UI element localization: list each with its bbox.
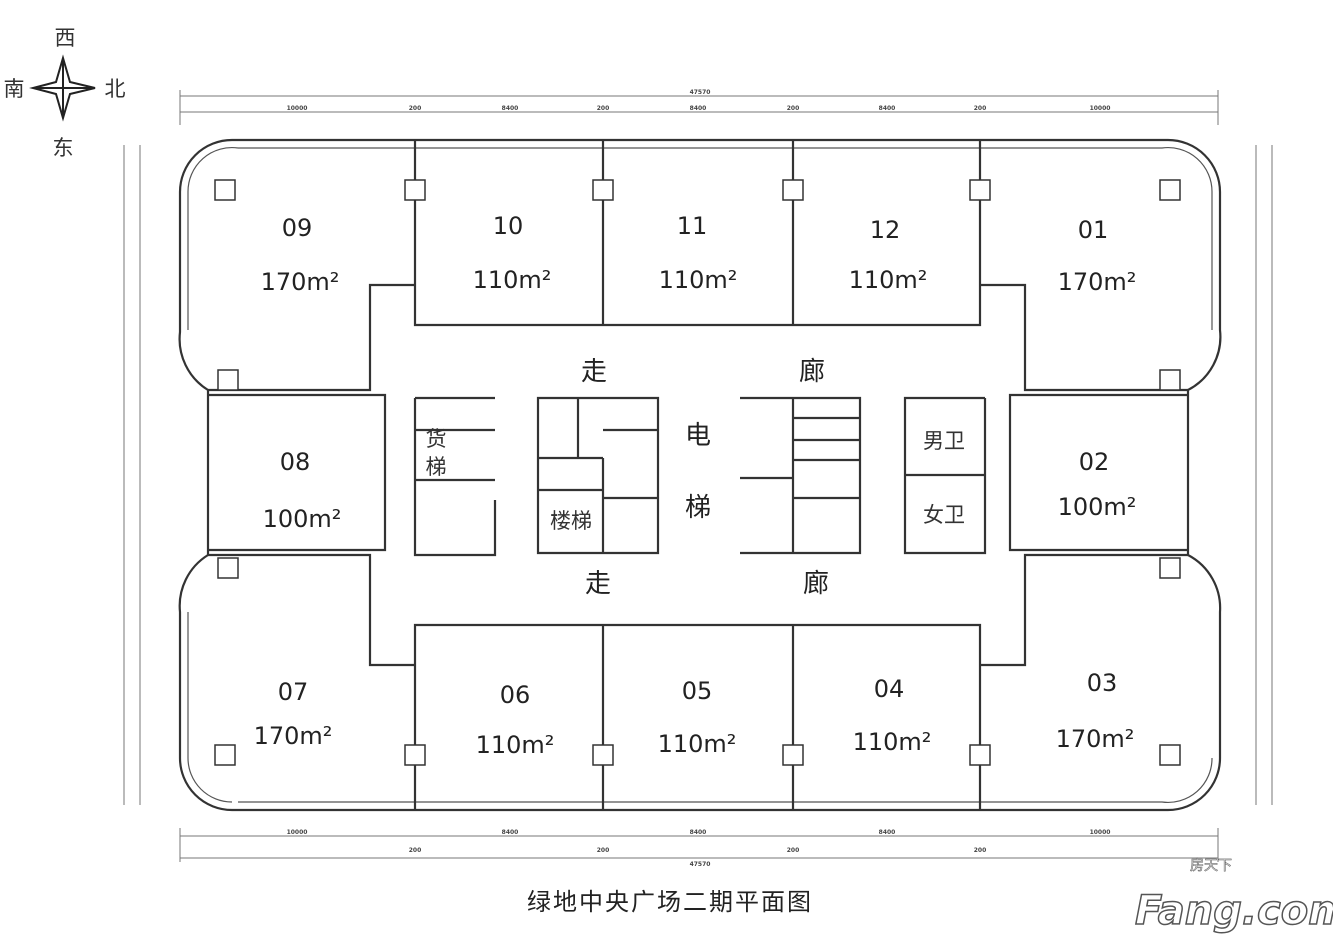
dim-label: 8400 [690, 829, 707, 836]
plan-title: 绿地中央广场二期平面图 [527, 888, 813, 916]
room-number: 12 [870, 216, 901, 244]
dimension-lines: 47570 10000 200 8400 200 8400 200 8400 2… [123, 89, 1273, 868]
freight-elevator-label: 货 [426, 427, 447, 451]
mens-toilet-label: 男卫 [923, 429, 965, 453]
stairs-label: 楼梯 [550, 509, 592, 533]
room-number: 11 [677, 212, 708, 240]
room-03[interactable]: 03 170m² [1056, 669, 1135, 753]
room-number: 06 [500, 681, 531, 709]
room-07[interactable]: 07 170m² [254, 678, 333, 750]
dim-label: 10000 [1090, 105, 1111, 112]
room-area: 110m² [659, 266, 738, 294]
dim-label: 200 [409, 847, 422, 854]
compass: 西 南 北 东 [4, 26, 126, 160]
room-number: 01 [1078, 216, 1109, 244]
dim-label: 8400 [879, 105, 896, 112]
elevator-label: 电 [685, 421, 711, 451]
compass-east: 东 [53, 136, 74, 160]
room-area: 110m² [853, 728, 932, 756]
room-number: 10 [493, 212, 524, 240]
room-10[interactable]: 10 110m² [473, 212, 552, 294]
room-area: 100m² [1058, 493, 1137, 521]
fang-watermark-logo: 房天下 Fang.com [1134, 858, 1333, 935]
room-number: 02 [1079, 448, 1110, 476]
room-area: 110m² [849, 266, 928, 294]
room-area: 110m² [473, 266, 552, 294]
dim-label: 10000 [287, 105, 308, 112]
room-area: 170m² [1056, 725, 1135, 753]
dim-total-top: 47570 [690, 89, 711, 96]
dim-label: 10000 [1090, 829, 1111, 836]
corridor-label: 廊 [799, 357, 825, 387]
room-02[interactable]: 02 100m² [1058, 448, 1137, 521]
room-06[interactable]: 06 110m² [476, 681, 555, 759]
dim-label: 200 [787, 847, 800, 854]
room-05[interactable]: 05 110m² [658, 677, 737, 758]
corridor-label: 廊 [803, 569, 829, 599]
room-12[interactable]: 12 110m² [849, 216, 928, 294]
room-08[interactable]: 08 100m² [263, 448, 342, 533]
freight-elevator-label: 梯 [426, 455, 447, 479]
compass-south: 南 [4, 77, 25, 101]
room-area: 100m² [263, 505, 342, 533]
room-number: 07 [278, 678, 309, 706]
room-number: 04 [874, 675, 905, 703]
corridor-label: 走 [585, 569, 611, 599]
dim-label: 200 [597, 105, 610, 112]
room-number: 09 [282, 214, 313, 242]
room-number: 03 [1087, 669, 1118, 697]
watermark-brand: Fang.com [1135, 888, 1333, 934]
room-area: 170m² [254, 722, 333, 750]
compass-north: 北 [105, 77, 126, 101]
elevator-label: 梯 [685, 493, 711, 523]
womens-toilet-label: 女卫 [923, 503, 965, 527]
room-11[interactable]: 11 110m² [659, 212, 738, 294]
dim-label: 200 [597, 847, 610, 854]
dim-label: 200 [409, 105, 422, 112]
dim-label: 200 [974, 847, 987, 854]
room-09[interactable]: 09 170m² [261, 214, 340, 296]
building-outline [178, 138, 1222, 812]
room-04[interactable]: 04 110m² [853, 675, 932, 756]
dim-label: 200 [787, 105, 800, 112]
corridor-label: 走 [581, 357, 607, 387]
dim-label: 8400 [879, 829, 896, 836]
room-area: 110m² [476, 731, 555, 759]
dim-label: 200 [974, 105, 987, 112]
compass-west: 西 [55, 26, 76, 50]
room-area: 110m² [658, 730, 737, 758]
watermark-cn: 房天下 [1190, 858, 1232, 874]
dim-total-bottom: 47570 [690, 861, 711, 868]
room-area: 170m² [261, 268, 340, 296]
room-01[interactable]: 01 170m² [1058, 216, 1137, 296]
room-area: 170m² [1058, 268, 1137, 296]
dim-label: 8400 [690, 105, 707, 112]
columns [214, 179, 1181, 766]
room-number: 08 [280, 448, 311, 476]
interior-walls [208, 140, 1188, 810]
dim-label: 8400 [502, 105, 519, 112]
room-number: 05 [682, 677, 713, 705]
dim-label: 10000 [287, 829, 308, 836]
dim-label: 8400 [502, 829, 519, 836]
